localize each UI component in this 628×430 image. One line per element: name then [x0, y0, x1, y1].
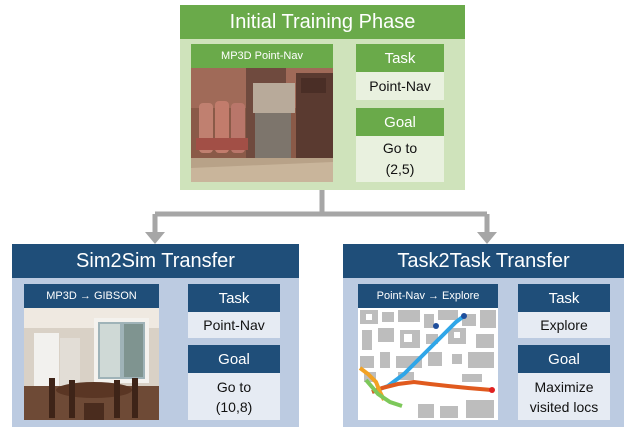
sim2sim-goal-label: Goal — [188, 345, 280, 373]
mp3d-scene-image — [191, 68, 333, 182]
arrowhead-right — [477, 232, 497, 244]
task2task-image-label: Point-Nav → Explore — [358, 284, 498, 308]
task2task-task-label: Task — [518, 284, 610, 312]
initial-goal-label: Goal — [356, 108, 444, 136]
initial-task-value: Point-Nav — [356, 72, 444, 100]
gibson-scene-image — [24, 308, 159, 420]
sim2sim-task-value: Point-Nav — [188, 312, 280, 338]
sim2sim-title: Sim2Sim Transfer — [12, 244, 299, 278]
task2task-task-value: Explore — [518, 312, 610, 338]
sim2sim-image-label: MP3D → GIBSON — [24, 284, 159, 308]
task2task-title: Task2Task Transfer — [343, 244, 624, 278]
task2task-goal-label: Goal — [518, 345, 610, 373]
initial-image-label: MP3D Point-Nav — [191, 44, 333, 68]
sim2sim-goal-value: Go to (10,8) — [188, 373, 280, 420]
initial-training-title: Initial Training Phase — [180, 5, 465, 39]
initial-goal-value: Go to (2,5) — [356, 136, 444, 182]
arrowhead-left — [145, 232, 165, 244]
initial-task-label: Task — [356, 44, 444, 72]
task2task-goal-value: Maximize visited locs — [518, 373, 610, 420]
exploration-map-image — [358, 308, 498, 420]
sim2sim-task-label: Task — [188, 284, 280, 312]
